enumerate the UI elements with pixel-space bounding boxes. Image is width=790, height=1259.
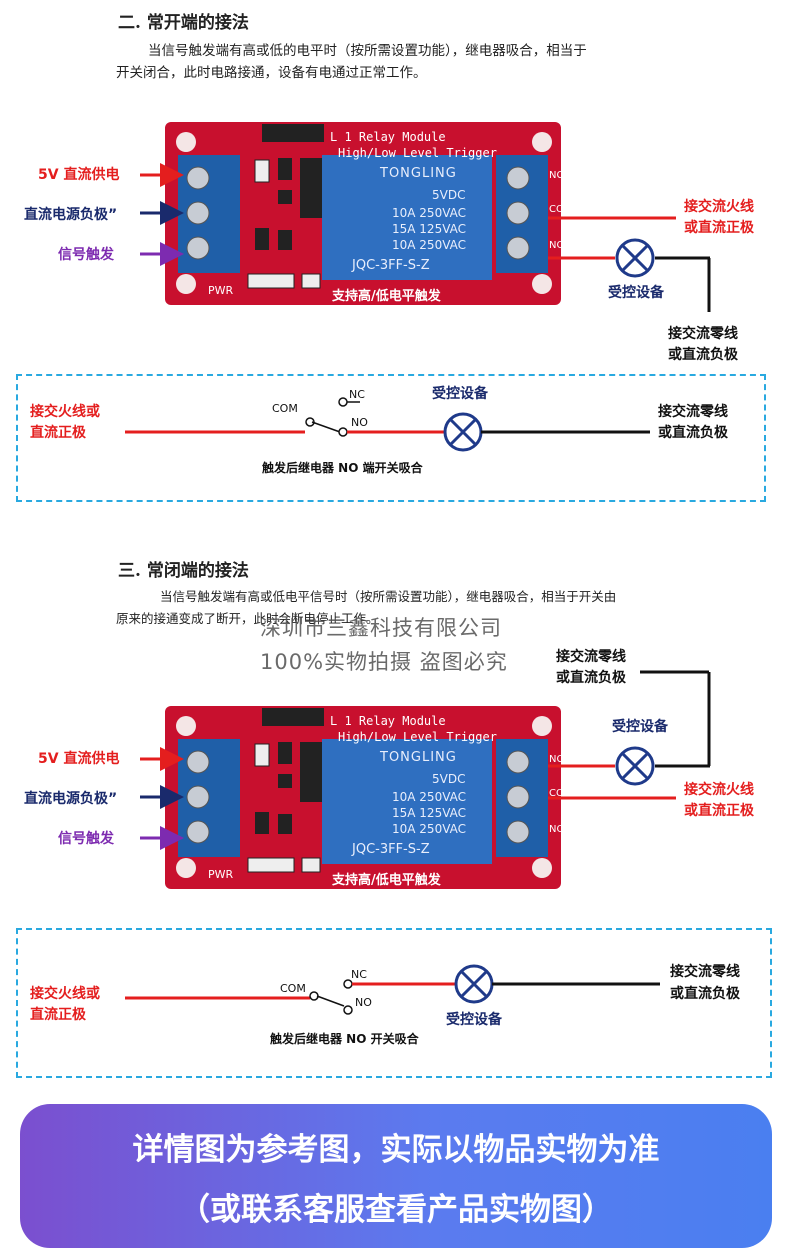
label-vcc-2: 5V 直流供电 xyxy=(38,751,120,767)
sch2-live: 接交火线或 xyxy=(30,986,100,1002)
label-live-or-1: 或直流正极 xyxy=(684,220,754,236)
board1-line2: High/Low Level Trigger xyxy=(338,146,497,160)
board1-line1: L 1 Relay Module xyxy=(330,130,446,144)
board2-spec3: 15A 125VAC xyxy=(392,806,467,820)
sch1-live: 接交火线或 xyxy=(30,404,100,420)
label-neutral-or-1: 或直流负极 xyxy=(668,347,738,363)
sch2-live2: 直流正极 xyxy=(30,1007,86,1023)
label-sig-2: 信号触发 xyxy=(58,831,114,847)
relay-board-1 xyxy=(165,122,561,305)
label-live-or-2: 或直流正极 xyxy=(684,803,754,819)
board2-com: COM xyxy=(549,788,573,799)
schematic-box-2 xyxy=(16,928,772,1078)
board2-cn: 支持高/低电平触发 xyxy=(332,873,441,888)
board2-pwr: PWR xyxy=(208,868,234,881)
schematic-box-1 xyxy=(16,374,766,502)
label-device-2: 受控设备 xyxy=(612,719,668,735)
board1-cn: 支持高/低电平触发 xyxy=(332,289,441,304)
label-device-1: 受控设备 xyxy=(608,285,664,301)
sch1-neutral-or: 或直流负极 xyxy=(658,425,728,441)
board1-spec3: 15A 125VAC xyxy=(392,222,467,236)
section2-para-line1: 当信号触发端有高或低的电平时（按所需设置功能），继电器吸合，相当于 xyxy=(148,43,587,59)
board1-pwr: PWR xyxy=(208,284,234,297)
sch2-com: COM xyxy=(280,982,306,995)
relay-board-2 xyxy=(165,706,561,889)
label-neutral-1: 接交流零线 xyxy=(668,326,738,342)
lamp-icon xyxy=(615,746,655,786)
sch2-caption: 触发后继电器 NO 开关吸合 xyxy=(270,1032,419,1046)
board1-nc: NC xyxy=(549,170,564,181)
sch1-no: NO xyxy=(351,416,368,429)
board1-model: JQC-3FF-S-Z xyxy=(352,258,430,273)
lamp-icon xyxy=(615,238,655,278)
label-gnd-2: 直流电源负极” xyxy=(24,791,118,807)
board2-spec2: 10A 250VAC xyxy=(392,790,467,804)
lamp-icon xyxy=(454,964,494,1004)
section3-title: 三. 常闭端的接法 xyxy=(118,561,249,581)
board1-no: NO xyxy=(549,240,565,251)
board1-spec4: 10A 250VAC xyxy=(392,238,467,252)
sch1-device: 受控设备 xyxy=(432,386,488,402)
sch2-device: 受控设备 xyxy=(446,1012,502,1028)
sch2-no: NO xyxy=(355,996,372,1009)
board2-spec4: 10A 250VAC xyxy=(392,822,467,836)
notice-banner: 详情图为参考图，实际以物品实物为准 （或联系客服查看产品实物图） xyxy=(20,1104,772,1248)
sch2-neutral: 接交流零线 xyxy=(670,964,740,980)
sch2-nc: NC xyxy=(351,968,367,981)
section2-para-line2: 开关闭合，此时电路接通，设备有电通过正常工作。 xyxy=(116,65,427,81)
watermark-line1: 深圳市三鑫科技有限公司 xyxy=(260,616,502,640)
section2-title: 二. 常开端的接法 xyxy=(118,13,249,33)
watermark-line2: 100%实物拍摄 盗图必究 xyxy=(260,650,508,674)
section3-para-line2: 原来的接通变成了断开，此时会断电停止工作。 xyxy=(116,611,379,626)
sch1-live2: 直流正极 xyxy=(30,425,86,441)
label-vcc-1: 5V 直流供电 xyxy=(38,167,120,183)
board2-brand: TONGLING xyxy=(380,750,457,765)
sch1-caption: 触发后继电器 NO 端开关吸合 xyxy=(262,461,423,475)
board2-model: JQC-3FF-S-Z xyxy=(352,842,430,857)
board1-spec1: 5VDC xyxy=(432,188,466,202)
sch1-neutral: 接交流零线 xyxy=(658,404,728,420)
board2-line1: L 1 Relay Module xyxy=(330,714,446,728)
board1-brand: TONGLING xyxy=(380,166,457,181)
board2-spec1: 5VDC xyxy=(432,772,466,786)
board2-nc: NC xyxy=(549,754,564,765)
sch2-neutral-or: 或直流负极 xyxy=(670,986,740,1002)
label-neutral-2: 接交流零线 xyxy=(556,649,626,665)
board1-com: COM xyxy=(549,204,573,215)
board2-line2: High/Low Level Trigger xyxy=(338,730,497,744)
label-sig-1: 信号触发 xyxy=(58,247,114,263)
section3-para-line1: 当信号触发端有高或低电平信号时（按所需设置功能），继电器吸合，相当于开关由 xyxy=(160,589,617,604)
banner-line2: （或联系客服查看产品实物图） xyxy=(179,1192,613,1228)
sch1-nc: NC xyxy=(349,388,365,401)
label-gnd-1: 直流电源负极” xyxy=(24,207,118,223)
label-neutral-or-2: 或直流负极 xyxy=(556,670,626,686)
sch1-com: COM xyxy=(272,402,298,415)
board1-spec2: 10A 250VAC xyxy=(392,206,467,220)
board2-no: NO xyxy=(549,824,565,835)
label-live-2: 接交流火线 xyxy=(684,782,754,798)
label-live-1: 接交流火线 xyxy=(684,199,754,215)
banner-line1: 详情图为参考图，实际以物品实物为准 xyxy=(132,1132,660,1168)
